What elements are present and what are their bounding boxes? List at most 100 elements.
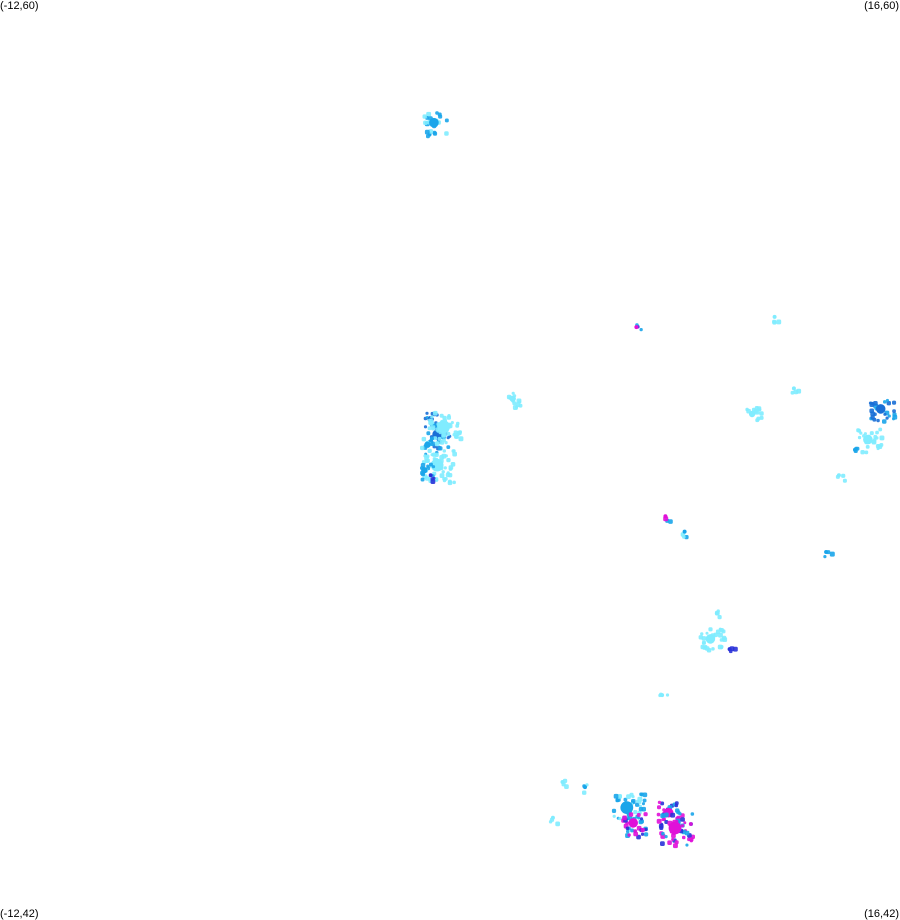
data-point bbox=[432, 131, 438, 136]
cluster-east-2 bbox=[745, 406, 764, 423]
data-point bbox=[705, 631, 709, 635]
data-point bbox=[625, 826, 630, 831]
data-point bbox=[434, 452, 439, 457]
data-point bbox=[455, 424, 460, 428]
cluster-west-cluster-lower-3 bbox=[428, 473, 436, 484]
corner-label-top-left: (-12,60) bbox=[0, 0, 39, 12]
data-point bbox=[823, 555, 827, 559]
data-point bbox=[690, 812, 695, 816]
data-point bbox=[756, 416, 761, 421]
cluster-core bbox=[836, 473, 841, 478]
data-point bbox=[664, 820, 669, 824]
cluster-core bbox=[727, 647, 732, 652]
data-point bbox=[678, 812, 682, 816]
data-point bbox=[428, 477, 432, 481]
data-point bbox=[659, 825, 664, 830]
data-point bbox=[793, 389, 799, 395]
data-point bbox=[688, 822, 693, 826]
data-point bbox=[885, 416, 889, 420]
cluster-east-5 bbox=[856, 427, 885, 455]
data-point bbox=[721, 638, 725, 641]
cluster-mid-5 bbox=[698, 627, 728, 653]
data-point bbox=[673, 843, 678, 849]
data-point bbox=[452, 433, 456, 437]
data-point bbox=[660, 841, 665, 846]
data-point bbox=[420, 477, 425, 482]
data-point bbox=[863, 432, 867, 436]
cluster-core bbox=[748, 410, 756, 418]
cluster-core bbox=[875, 404, 886, 414]
data-point bbox=[442, 449, 446, 453]
data-point bbox=[869, 431, 874, 436]
data-point bbox=[680, 824, 685, 828]
data-point bbox=[772, 320, 777, 325]
data-point bbox=[886, 401, 891, 406]
cluster-core bbox=[509, 395, 516, 402]
data-point bbox=[661, 831, 665, 836]
cluster-core bbox=[824, 550, 829, 554]
data-point bbox=[664, 835, 668, 839]
data-point bbox=[715, 629, 721, 634]
data-point bbox=[446, 431, 451, 436]
cluster-mid-7 bbox=[714, 609, 722, 620]
data-point bbox=[720, 645, 724, 649]
cluster-core bbox=[550, 815, 555, 820]
cluster-south-2 bbox=[582, 783, 589, 795]
data-point bbox=[700, 644, 705, 650]
data-point bbox=[640, 827, 645, 833]
data-point bbox=[756, 406, 762, 411]
data-point bbox=[428, 133, 432, 137]
data-point bbox=[446, 436, 450, 440]
data-point bbox=[426, 464, 430, 468]
cluster-mid-8 bbox=[658, 692, 670, 698]
cluster-core bbox=[430, 458, 444, 472]
data-point bbox=[656, 812, 661, 817]
data-point bbox=[657, 805, 661, 810]
cluster-core bbox=[583, 785, 587, 790]
cluster-core bbox=[620, 801, 634, 814]
data-point bbox=[670, 812, 676, 818]
data-point bbox=[617, 794, 622, 799]
data-point bbox=[660, 813, 666, 819]
data-point bbox=[689, 837, 694, 842]
data-point bbox=[444, 118, 449, 123]
data-point bbox=[702, 641, 706, 645]
data-point bbox=[640, 832, 645, 836]
cluster-core bbox=[634, 325, 639, 330]
data-point bbox=[675, 808, 680, 813]
cluster-core bbox=[853, 447, 857, 452]
data-point bbox=[882, 419, 887, 424]
cluster-core bbox=[714, 611, 719, 616]
data-point bbox=[842, 478, 847, 483]
cluster-west-cluster-upper-3 bbox=[427, 410, 464, 447]
corner-label-top-right: (16,60) bbox=[864, 0, 899, 12]
corner-label-bottom-left: (-12,42) bbox=[0, 908, 39, 920]
data-point bbox=[446, 415, 451, 420]
data-point bbox=[879, 435, 885, 441]
data-point bbox=[630, 828, 634, 833]
data-point bbox=[438, 114, 443, 119]
data-point bbox=[443, 466, 447, 470]
data-point bbox=[883, 400, 887, 404]
data-point bbox=[721, 629, 726, 634]
cluster-east-3 bbox=[790, 386, 802, 395]
data-point bbox=[427, 448, 432, 453]
data-point bbox=[683, 821, 687, 825]
data-point bbox=[685, 843, 689, 847]
data-point bbox=[427, 426, 432, 431]
data-point bbox=[642, 798, 647, 803]
data-point bbox=[662, 817, 666, 821]
data-point bbox=[448, 479, 452, 484]
cluster-core bbox=[628, 818, 638, 828]
cluster-south-3 bbox=[611, 792, 648, 826]
data-point bbox=[555, 821, 560, 827]
data-point bbox=[875, 430, 879, 435]
cluster-core bbox=[437, 420, 450, 434]
data-point bbox=[635, 799, 639, 803]
data-point bbox=[639, 792, 643, 796]
data-point bbox=[682, 835, 686, 840]
data-point bbox=[444, 441, 448, 445]
data-point bbox=[452, 451, 457, 457]
cluster-south-7 bbox=[548, 815, 560, 827]
